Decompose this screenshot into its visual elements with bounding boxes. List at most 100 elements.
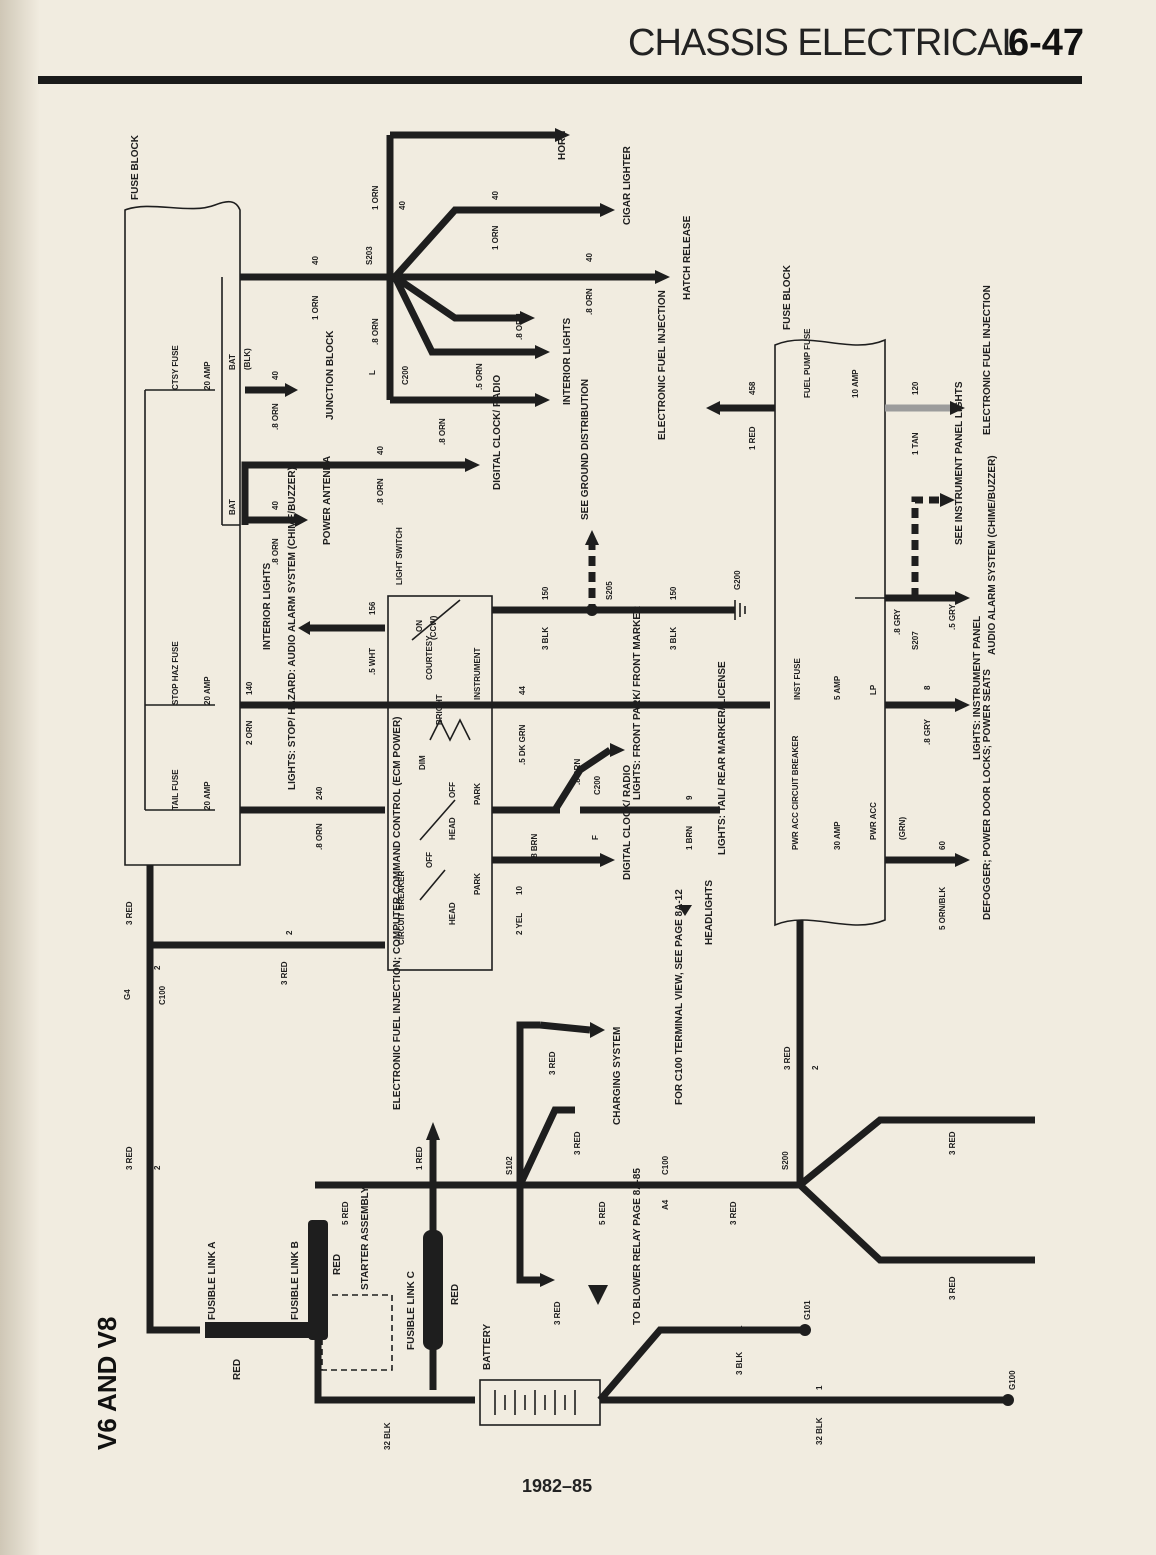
- red-label-b: RED: [332, 1254, 343, 1275]
- on-label: ON: [415, 620, 424, 632]
- battery-cells: [494, 1390, 576, 1415]
- park-label: PARK: [473, 783, 482, 805]
- dim-label: DIM: [418, 755, 427, 770]
- efi-ecm-label: ELECTRONIC FUEL INJECTION; COMPUTER COMM…: [392, 716, 403, 1110]
- clock-radio-label: DIGITAL CLOCK/ RADIO: [492, 375, 503, 490]
- wire-num-blk1: 150: [541, 586, 550, 600]
- arrow-interior-3: [535, 393, 550, 407]
- wire-label-red1: 1 RED: [415, 1146, 424, 1170]
- lights-tail-label: LIGHTS: TAIL/ REAR MARKER/ LICENSE: [717, 661, 728, 855]
- bat-label-mid: BAT: [228, 499, 237, 515]
- headlights-label: HEADLIGHTS: [704, 880, 715, 945]
- wire-num-2-a: 2: [153, 965, 162, 970]
- wire-label-dkgrn: .5 DK GRN: [518, 724, 527, 765]
- wire-label-red5b: 5 RED: [598, 1201, 607, 1225]
- ctsy-amp: 20 AMP: [203, 361, 212, 390]
- wire-label-brn3: 1 BRN: [685, 826, 694, 850]
- interior-lights-label-2: INTERIOR LIGHTS: [262, 562, 273, 650]
- page-binding-shadow: [0, 0, 40, 1555]
- wire-label-blk1: 3 BLK: [541, 627, 550, 650]
- red-label-c: RED: [450, 1284, 461, 1305]
- wire-label-ornblk: 5 ORN/BLK: [938, 887, 947, 930]
- connector-c100-top: C100: [158, 985, 167, 1005]
- wire-num-2-c: 2: [153, 1165, 162, 1170]
- arrow-antenna: [295, 513, 308, 527]
- pwr-acc-cb-label: PWR ACC CIRCUIT BREAKER: [791, 735, 800, 850]
- wire-num-yel: 10: [515, 886, 524, 895]
- wire-label-red-lower: 3 RED: [125, 1146, 134, 1170]
- lights-stop-label: LIGHTS: STOP/ HAZARD: AUDIO ALARM SYSTEM…: [287, 467, 298, 790]
- fuse-block-label-right: FUSE BLOCK: [782, 264, 793, 330]
- connector-s203: S203: [365, 246, 374, 265]
- fuel-pump-amp: 10 AMP: [851, 369, 860, 398]
- junction-block-label: JUNCTION BLOCK: [325, 330, 336, 420]
- connector-c200-top: C200: [401, 365, 410, 385]
- wire-label-gry1: .8 GRY: [893, 608, 902, 635]
- page-number: 6-47: [1008, 22, 1085, 64]
- instrument-label: INSTRUMENT: [473, 647, 482, 700]
- wire-charging: [516, 1106, 575, 1187]
- wire-label-3blk: 3 BLK: [735, 1352, 744, 1375]
- wire-num-main: 40: [311, 256, 320, 265]
- efi-label-left: ELECTRONIC FUEL INJECTION: [657, 290, 668, 440]
- lights-instrument-label: LIGHTS: INSTRUMENT PANEL: [972, 616, 983, 760]
- wire-num-brn3: 9: [685, 795, 694, 800]
- light-switch-box: [387, 595, 493, 971]
- ground-g100: [1002, 1394, 1014, 1406]
- wire-label-horn: 1 ORN: [371, 185, 380, 210]
- wire-num-red458: 458: [748, 381, 757, 395]
- arrow-interior-lights: [298, 621, 310, 635]
- charging-label: CHARGING SYSTEM: [612, 1027, 623, 1125]
- wire-label-red458: 1 RED: [748, 426, 757, 450]
- wire-interior-2: [391, 275, 535, 356]
- inst-fuse-label: INST FUSE: [793, 658, 802, 700]
- arrow-blower: [540, 1273, 555, 1287]
- fusible-link-c-label: FUSIBLE LINK C: [406, 1271, 417, 1350]
- arrow-hatch: [655, 270, 670, 284]
- arrow-clock-radio-2: [600, 853, 615, 867]
- wire-instrument-lights: [911, 496, 940, 598]
- ground-symbol-g200: [734, 600, 746, 620]
- fuse-block-left-outline: [124, 200, 241, 866]
- wire-num-tail: 240: [315, 786, 324, 800]
- page-header-title: CHASSIS ELECTRICAL: [628, 22, 1023, 64]
- switch-contacts: [419, 799, 456, 901]
- battery-label: BATTERY: [482, 1324, 493, 1370]
- connector-f: F: [591, 835, 600, 840]
- wire-label-tail: .8 ORN: [315, 823, 324, 850]
- wire-label-brn2: .8 BRN: [573, 759, 582, 785]
- wire-ground-g101: [597, 1326, 800, 1403]
- connector-c200-mid: C200: [593, 775, 602, 795]
- wire-num-dkgrn: 44: [518, 686, 527, 695]
- wire-label-cigar: 1 ORN: [491, 225, 500, 250]
- wire-label-red-upper-right: 3 RED: [948, 1131, 957, 1155]
- red-label-a: RED: [232, 1359, 243, 1380]
- fusible-link-a-body: [205, 1322, 315, 1338]
- header-rule: [38, 76, 1082, 84]
- inst-fuse-amp: 5 AMP: [833, 675, 842, 700]
- wire-num-1-a: 1: [735, 1325, 744, 1330]
- footer-years: 1982–85: [522, 1476, 593, 1496]
- arrow-front-park: [610, 743, 625, 757]
- wire-label-32blk-left: 32 BLK: [383, 1422, 392, 1450]
- wire-num-stop: 140: [245, 681, 254, 695]
- battery-body: [479, 1379, 601, 1426]
- wire-label-red-sw: 3 RED: [280, 961, 289, 985]
- efi-label-right: ELECTRONIC FUEL INJECTION: [982, 285, 993, 435]
- wire-label-clock: .8 ORN: [376, 478, 385, 505]
- starter-assembly-label: STARTER ASSEMBLY: [360, 1186, 371, 1290]
- pwr-acc-label: PWR ACC: [869, 802, 878, 840]
- fuse-block-label-left: FUSE BLOCK: [130, 134, 141, 200]
- wire-interior-1: [393, 274, 520, 322]
- wire-num-junction: 40: [271, 371, 280, 380]
- wire-label-int4: .8 ORN: [438, 418, 447, 445]
- connector-g4: G4: [123, 989, 132, 1000]
- wire-label-yel: 2 YEL: [515, 913, 524, 935]
- head-label: HEAD: [448, 817, 457, 840]
- fusible-link-a-label: FUSIBLE LINK A: [207, 1241, 218, 1320]
- to-blower-label: TO BLOWER RELAY PAGE 8A-85: [632, 1168, 643, 1325]
- connector-s200: S200: [781, 1151, 790, 1170]
- wire-label-hatch: .8 ORN: [585, 288, 594, 315]
- switch-courtesy-contact: [411, 599, 461, 641]
- ctsy-fuse-label: CTSY FUSE: [171, 345, 180, 390]
